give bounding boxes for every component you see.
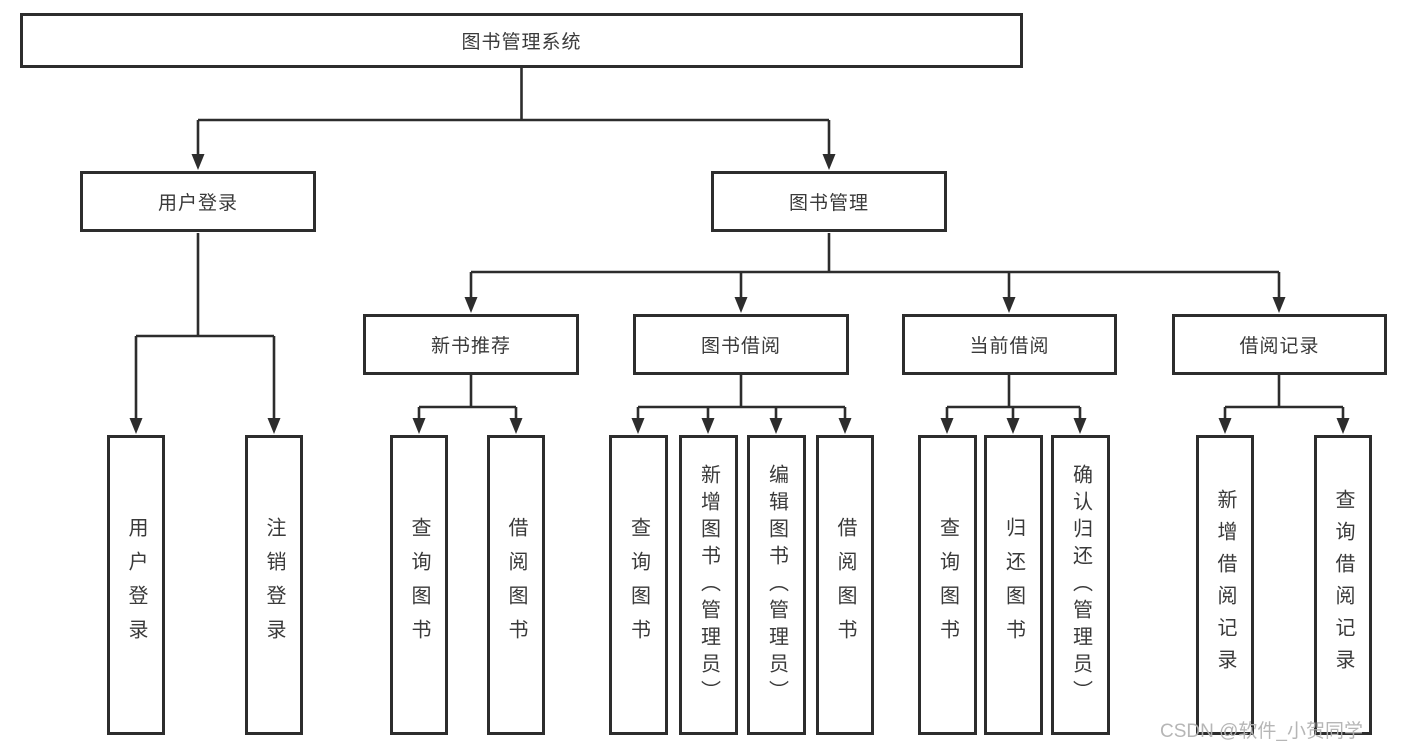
leaf-query-borrow-record: 查询借阅记录: [1314, 435, 1372, 735]
arrowhead-icon: [838, 418, 852, 434]
leaf-query-books-recommend-label: 查询图书: [408, 517, 430, 653]
leaf-add-borrow-record-label: 新增借阅记录: [1214, 489, 1236, 681]
leaf-query-books-current: 查询图书: [918, 435, 977, 735]
leaf-add-borrow-record: 新增借阅记录: [1196, 435, 1254, 735]
arrowhead-icon: [1336, 418, 1350, 434]
leaf-return-books-label: 归还图书: [1002, 517, 1025, 653]
leaf-query-borrow-record-label: 查询借阅记录: [1332, 489, 1354, 681]
arrowhead-icon: [1006, 418, 1020, 434]
arrowhead-icon: [940, 418, 954, 434]
leaf-add-books-admin: 新增图书（管理员）: [679, 435, 738, 735]
node-current-borrow: 当前借阅: [902, 314, 1117, 375]
node-current-borrow-label: 当前借阅: [969, 336, 1050, 357]
leaf-edit-books-admin-label: 编辑图书（管理员）: [765, 463, 788, 707]
node-book-borrow-label: 图书借阅: [700, 336, 781, 357]
leaf-query-books-current-label: 查询图书: [936, 517, 959, 653]
leaf-borrow-books-recommend-label: 借阅图书: [505, 517, 527, 653]
arrowhead-icon: [267, 418, 281, 434]
connector-path: [134, 68, 1345, 420]
leaf-return-books: 归还图书: [984, 435, 1043, 735]
leaf-borrow-books-recommend: 借阅图书: [487, 435, 545, 735]
arrowhead-icon: [631, 418, 645, 434]
leaf-query-books-recommend: 查询图书: [390, 435, 448, 735]
leaf-user-login: 用户登录: [107, 435, 165, 735]
arrowhead-icon: [734, 297, 748, 313]
node-new-book-recommend: 新书推荐: [363, 314, 579, 375]
arrowhead-icon: [464, 297, 478, 313]
node-book-borrow: 图书借阅: [633, 314, 849, 375]
node-book-management-label: 图书管理: [788, 193, 869, 214]
leaf-confirm-return-admin: 确认归还（管理员）: [1051, 435, 1110, 735]
node-book-management: 图书管理: [711, 171, 947, 232]
leaf-edit-books-admin: 编辑图书（管理员）: [747, 435, 806, 735]
leaf-logout: 注销登录: [245, 435, 303, 735]
leaf-borrow-books-label: 借阅图书: [834, 517, 856, 653]
node-new-book-recommend-label: 新书推荐: [430, 336, 511, 357]
arrowhead-icon: [191, 154, 205, 170]
arrowhead-icon: [822, 154, 836, 170]
leaf-borrow-books: 借阅图书: [816, 435, 874, 735]
arrowhead-icon: [1218, 418, 1232, 434]
leaf-add-books-admin-label: 新增图书（管理员）: [697, 463, 720, 707]
node-user-login-label: 用户登录: [157, 193, 238, 214]
node-borrow-records-label: 借阅记录: [1239, 336, 1320, 357]
arrowhead-icon: [129, 418, 143, 434]
leaf-query-books-borrow: 查询图书: [609, 435, 668, 735]
arrowhead-icon: [412, 418, 426, 434]
arrowhead-icon: [1073, 418, 1087, 434]
arrowhead-icon: [769, 418, 783, 434]
leaf-user-login-label: 用户登录: [125, 517, 147, 653]
csdn-watermark: CSDN @软件_小贺同学: [1160, 721, 1363, 742]
arrowhead-icon: [1002, 297, 1016, 313]
node-root: 图书管理系统: [20, 13, 1023, 68]
arrowhead-icon: [701, 418, 715, 434]
leaf-query-books-borrow-label: 查询图书: [627, 517, 650, 653]
node-borrow-records: 借阅记录: [1172, 314, 1387, 375]
leaf-logout-label: 注销登录: [263, 517, 285, 653]
node-root-label: 图书管理系统: [461, 32, 582, 53]
arrowhead-icon: [509, 418, 523, 434]
arrowhead-icon: [1272, 297, 1286, 313]
leaf-confirm-return-admin-label: 确认归还（管理员）: [1069, 463, 1092, 707]
node-user-login: 用户登录: [80, 171, 316, 232]
